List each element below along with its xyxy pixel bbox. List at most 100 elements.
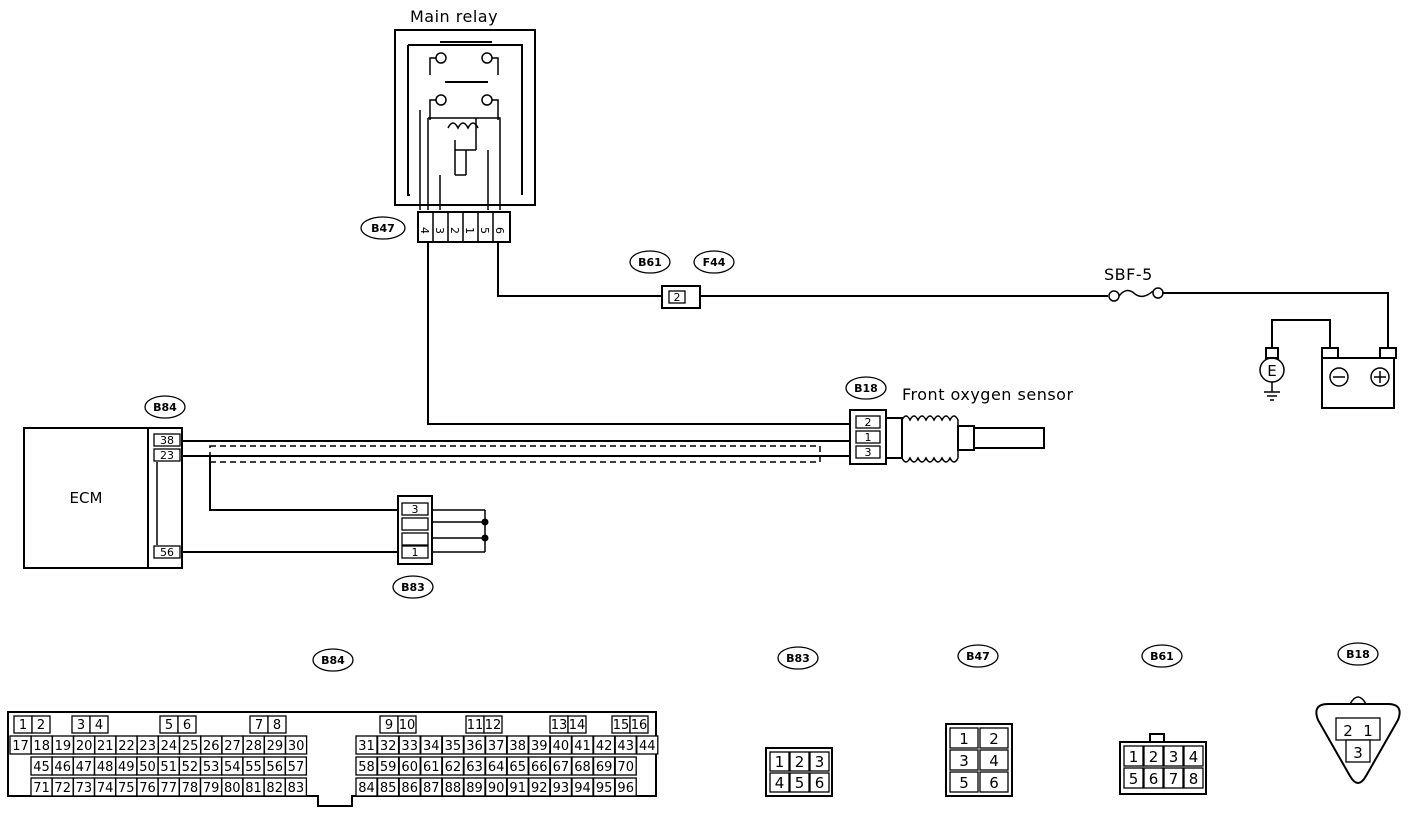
b84-pin-31: 31 [358, 739, 375, 754]
svg-text:B18: B18 [1346, 648, 1370, 661]
b84-pin-44: 44 [639, 739, 656, 754]
b84-pin-48: 48 [97, 760, 114, 775]
b84-pin-11: 11 [467, 718, 484, 733]
b84-pin-76: 76 [139, 781, 156, 796]
b47-pin-5: 5 [959, 774, 969, 792]
b84-pin-82: 82 [266, 781, 283, 796]
b84-pin-53: 53 [203, 760, 220, 775]
b84-pin-63: 63 [466, 760, 483, 775]
b84-pin-56: 56 [266, 760, 283, 775]
b84-pin-41: 41 [574, 739, 591, 754]
svg-text:3: 3 [865, 446, 872, 459]
b84-pin-6: 6 [183, 718, 191, 733]
ecm-pin-23: 23 [160, 449, 174, 462]
b84-pin-34: 34 [423, 739, 440, 754]
b84-pin-27: 27 [224, 739, 241, 754]
b84-pin-96: 96 [617, 781, 634, 796]
b83-pin-2: 2 [795, 753, 805, 771]
b84-pin-69: 69 [596, 760, 613, 775]
b84-pin-88: 88 [445, 781, 462, 796]
main-relay-label: Main relay [410, 7, 498, 26]
relay-pin-2: 2 [448, 227, 461, 234]
b84-pin-5: 5 [165, 718, 173, 733]
b84-pin-14: 14 [569, 718, 586, 733]
b84-pin-71: 71 [33, 781, 50, 796]
b84-pin-81: 81 [245, 781, 262, 796]
svg-text:3: 3 [1353, 744, 1363, 762]
main-relay: Main relay [394, 7, 536, 210]
b84-pin-25: 25 [182, 739, 199, 754]
b84-pin-22: 22 [118, 739, 135, 754]
b61-pin-6: 6 [1149, 770, 1159, 788]
b84-pin-84: 84 [358, 781, 375, 796]
fuse-label: SBF-5 [1104, 265, 1153, 284]
svg-text:B61: B61 [1150, 650, 1174, 663]
svg-text:E: E [1267, 362, 1276, 380]
b84-pin-4: 4 [95, 718, 103, 733]
b84-pin-59: 59 [380, 760, 397, 775]
b84-pin-70: 70 [617, 760, 634, 775]
b84-pin-29: 29 [267, 739, 284, 754]
relay-pin-3: 3 [433, 227, 446, 234]
b84-pin-8: 8 [273, 718, 281, 733]
b61-f44-connector: 2 [661, 285, 701, 309]
b84-pin-95: 95 [596, 781, 613, 796]
b61-pin-2: 2 [1149, 748, 1159, 766]
svg-text:1: 1 [1363, 722, 1373, 740]
b84-pin-52: 52 [182, 760, 199, 775]
b84-pin-21: 21 [97, 739, 114, 754]
b84-pin-15: 15 [613, 718, 630, 733]
b84-pin-42: 42 [596, 739, 613, 754]
b61-pin-8: 8 [1189, 770, 1199, 788]
b84-pin-51: 51 [160, 760, 177, 775]
b84-pin-45: 45 [33, 760, 50, 775]
wiring [183, 242, 1389, 553]
b84-pin-73: 73 [76, 781, 93, 796]
tag-f44: F44 [693, 250, 735, 274]
ecm-pin-38: 38 [160, 434, 174, 447]
b47-pin-3: 3 [959, 752, 969, 770]
svg-text:B83: B83 [401, 581, 425, 594]
b47-pin-4: 4 [989, 752, 999, 770]
b84-pin-26: 26 [203, 739, 220, 754]
b84-pin-40: 40 [553, 739, 570, 754]
b61-pin-4: 4 [1189, 748, 1199, 766]
b84-pin-19: 19 [55, 739, 72, 754]
b84-pin-49: 49 [118, 760, 135, 775]
svg-text:3: 3 [412, 503, 419, 516]
relay-pin-6: 6 [493, 227, 506, 234]
b84-pin-94: 94 [574, 781, 591, 796]
b47-pin-2: 2 [989, 730, 999, 748]
b84-pin-75: 75 [118, 781, 135, 796]
ecm-pin-56: 56 [160, 546, 174, 559]
b84-pin-77: 77 [160, 781, 177, 796]
tag-b83: B83 [392, 575, 434, 599]
b84-pin-36: 36 [466, 739, 483, 754]
b84-pin-54: 54 [224, 760, 241, 775]
b84-pin-72: 72 [54, 781, 71, 796]
b84-pin-13: 13 [551, 718, 568, 733]
b84-pin-3: 3 [77, 718, 85, 733]
fuse-sbf5: SBF-5 [1104, 265, 1164, 302]
b83-pin-5: 5 [795, 774, 805, 792]
b84-pin-89: 89 [466, 781, 483, 796]
b84-pin-65: 65 [509, 760, 526, 775]
b84-pin-55: 55 [245, 760, 262, 775]
b84-pin-57: 57 [288, 760, 305, 775]
b84-pin-10: 10 [399, 718, 416, 733]
b84-pin-85: 85 [380, 781, 397, 796]
b84-pin-24: 24 [161, 739, 178, 754]
b84-pin-1: 1 [19, 718, 27, 733]
b84-pin-20: 20 [76, 739, 93, 754]
relay-pin-4: 4 [418, 227, 431, 234]
b84-pin-61: 61 [423, 760, 440, 775]
b84-pin-92: 92 [531, 781, 548, 796]
b61-pin-1: 1 [1129, 748, 1139, 766]
svg-text:B84: B84 [321, 654, 345, 667]
b84-pin-30: 30 [288, 739, 305, 754]
b84-pin-18: 18 [33, 739, 50, 754]
b84-pin-64: 64 [488, 760, 505, 775]
